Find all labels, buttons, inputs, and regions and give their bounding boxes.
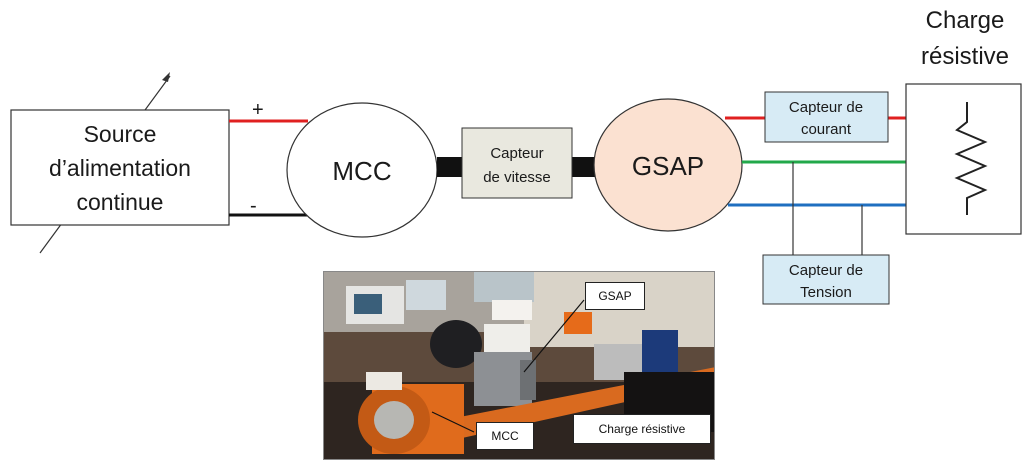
voltage-sensor-line1: Capteur de: [789, 262, 863, 279]
voltage-sensor-line2: Tension: [800, 284, 852, 301]
current-sensor-line2: courant: [801, 121, 852, 138]
power-source-box: [10, 109, 230, 226]
load-title-line2: résistive: [921, 43, 1009, 70]
voltage-sensor-box: [762, 254, 890, 305]
test-bench-photo-image: [324, 272, 714, 459]
speed-sensor-line2: de vitesse: [483, 169, 551, 186]
speed-sensor-line1: Capteur: [490, 145, 543, 162]
resistor-icon: [954, 102, 988, 215]
plus-sign: +: [252, 99, 264, 121]
adjustable-arrow-head: [162, 72, 170, 82]
gsap-label: GSAP: [632, 151, 704, 181]
minus-sign: -: [250, 195, 257, 217]
photo-label-gsap: GSAP: [585, 282, 645, 310]
source-label-line1: Source: [84, 121, 157, 147]
photo-label-mcc: MCC: [476, 422, 534, 450]
source-label-line3: continue: [77, 189, 164, 215]
load-title-line1: Charge: [926, 7, 1005, 34]
speed-sensor-box: [461, 127, 573, 199]
current-sensor-box: [764, 91, 889, 143]
current-sensor-line1: Capteur de: [789, 99, 863, 116]
test-bench-photo: GSAP MCC Charge résistive: [323, 271, 715, 460]
resistive-load-box: [905, 83, 1022, 235]
shaft-right: [572, 157, 596, 177]
shaft-left: [437, 157, 462, 177]
photo-label-load: Charge résistive: [573, 414, 711, 444]
gsap-generator: [593, 98, 743, 232]
mcc-label: MCC: [332, 156, 391, 186]
source-label-line2: d’alimentation: [49, 155, 191, 181]
